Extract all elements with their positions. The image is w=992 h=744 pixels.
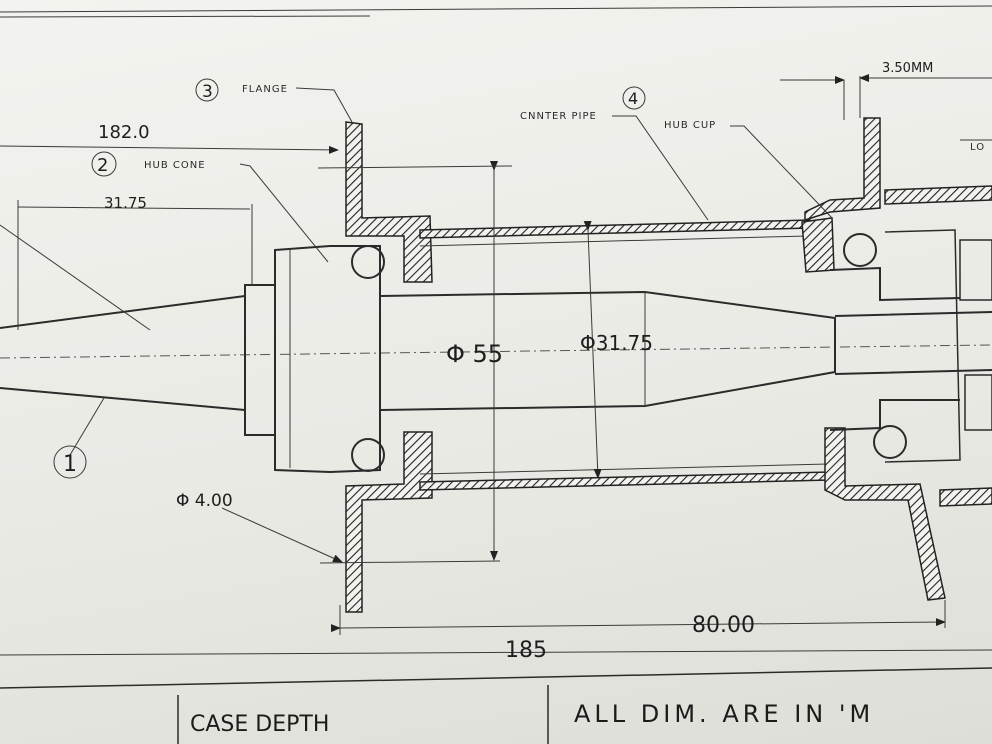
callout-center-pipe: 4 CNNTER PIPE (520, 86, 646, 122)
dim-phi-4: Φ 4.00 (176, 491, 233, 511)
hub-cone-number-circle (91, 151, 117, 177)
dim-31-75-left: 31.75 (104, 194, 147, 212)
dim-phi-55: Φ 55 (446, 340, 503, 368)
part-one-number-circle (53, 445, 87, 479)
hub-cone (274, 245, 385, 474)
hub-cup (801, 117, 961, 601)
callout-leaders (69, 87, 833, 456)
case-depth-label: CASE DEPTH (190, 712, 329, 737)
dim-182: 182.0 (98, 122, 150, 143)
title-block: CASE DEPTH ALL DIM. ARE IN 'M (0, 667, 992, 744)
centerline (0, 344, 992, 359)
top-border (0, 5, 992, 18)
flange-number-circle (195, 78, 219, 102)
center-pipe-number-circle (622, 86, 646, 110)
flange-number: 3 (202, 82, 213, 102)
hub-cone-number: 2 (97, 155, 108, 176)
dim-phi-31-75: Φ31.75 (580, 331, 653, 355)
shaft-part (0, 224, 276, 436)
callout-flange: 3 FLANGE (195, 78, 288, 102)
dim-3-50mm: 3.50MM (882, 61, 933, 76)
callout-part-one: 1 (53, 445, 87, 479)
center-pipe-number: 4 (628, 89, 638, 108)
dimension-lines (0, 74, 992, 656)
flange-left (345, 121, 433, 613)
callout-hub-cone: 2 HUB CONE (91, 151, 206, 177)
center-pipe (419, 219, 831, 491)
lo-label: LO (970, 142, 985, 153)
flange-label: FLANGE (242, 84, 288, 95)
hub-cone-label: HUB CONE (144, 160, 206, 171)
hub-cup-label: HUB CUP (664, 120, 716, 131)
center-pipe-label: CNNTER PIPE (520, 111, 597, 122)
part-one-number: 1 (63, 452, 77, 477)
dim-80: 80.00 (692, 613, 755, 638)
units-note: ALL DIM. ARE IN 'M (574, 700, 874, 728)
right-assembly (884, 139, 992, 507)
dim-185: 185 (505, 638, 547, 663)
